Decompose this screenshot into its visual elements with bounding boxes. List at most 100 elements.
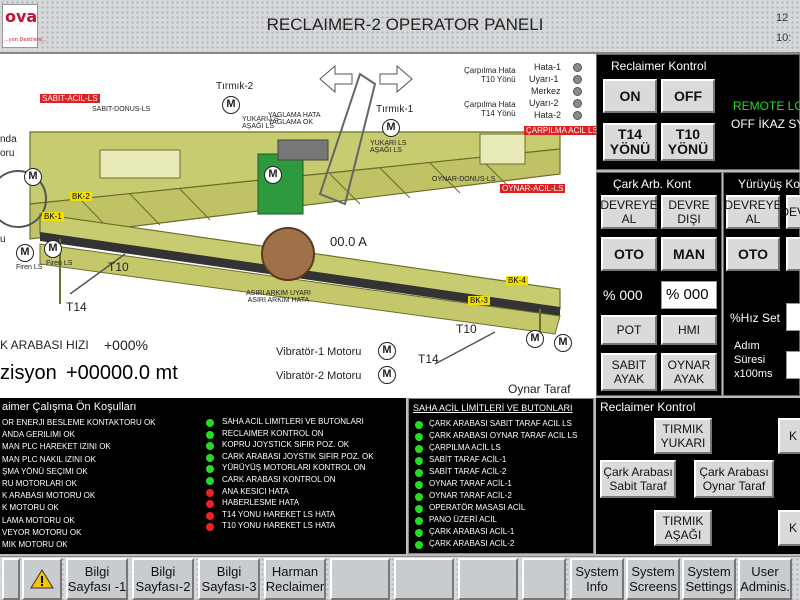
yuruyus-devreye-al-button[interactable]: DEVREYE AL	[724, 195, 782, 229]
adim-suresi-input[interactable]	[786, 351, 800, 379]
status-lamp-icon	[206, 477, 214, 485]
cark-pct-input[interactable]: % 000	[661, 281, 717, 309]
warning-button[interactable]	[22, 558, 62, 600]
condition-left-item: MAN PLC NAKIL IZINI OK	[2, 454, 96, 464]
yuruyus-devre-button[interactable]: DEVRE	[780, 195, 800, 229]
yuruyus-oto-button[interactable]: OTO	[726, 237, 780, 271]
saha-item: ÇARK ARABASI SABIT TARAF ACIL LS	[429, 419, 572, 428]
pot-button[interactable]: POT	[601, 315, 657, 345]
bk2-label: BK-2	[70, 192, 92, 201]
status-lamp-icon	[206, 419, 214, 427]
lube-unit	[277, 139, 329, 161]
calisma-on-kosullari-panel: aimer Çalışma Ön Koşulları OR ENERJI BES…	[0, 398, 406, 554]
adim-suresi-label: Adım Süresi x100ms	[734, 340, 773, 380]
status-lamp-icon	[206, 465, 214, 474]
cark-sabit-taraf-button[interactable]: Çark Arabası Sabit Taraf	[600, 460, 676, 498]
amp-value: 00.0	[330, 234, 356, 249]
yuruyus-man-button[interactable]	[786, 237, 800, 271]
cark-oto-button[interactable]: OTO	[601, 237, 657, 271]
oynar-ayak-button[interactable]: OYNAR AYAK	[661, 353, 717, 391]
status-lamp-icon	[206, 523, 214, 532]
status-lamp-icon	[415, 433, 423, 441]
cark-hiz-unit: %	[135, 337, 148, 353]
status-lamp-icon	[415, 481, 423, 489]
lamp-uyari2	[573, 99, 582, 108]
footer-empty-3[interactable]	[458, 558, 518, 600]
system-info-button[interactable]: System Info	[570, 558, 624, 600]
arrow-left	[319, 64, 353, 94]
reclaimer-kontrol-panel: Reclaimer Kontrol ON OFF T14 YÖNÜ T10 YÖ…	[596, 54, 800, 170]
amp-unit: A	[358, 234, 367, 249]
harman-reclaimer-button[interactable]: Harman Reclaimer	[264, 558, 326, 600]
condition-left-item: OR ENERJI BESLEME KONTAKTORU OK	[2, 418, 156, 427]
header-bar: ova ...yon Destilere... RECLAIMER-2 OPER…	[0, 0, 800, 54]
conditions-title: aimer Çalışma Ön Koşulları	[2, 401, 137, 413]
firen2-label: Firen LS	[46, 260, 73, 267]
condition-left-item: ANDA GERILIMI OK	[2, 430, 75, 440]
cark-devre-disi-button[interactable]: DEVRE DIŞI	[661, 195, 717, 229]
partial-label-anda: nda	[0, 134, 17, 145]
bk3-label: BK-3	[468, 296, 490, 305]
rk2-title: Reclaimer Kontrol	[600, 400, 696, 414]
t14-yonu-button[interactable]: T14 YÖNÜ	[603, 123, 657, 161]
footer-blank-button[interactable]	[2, 558, 20, 600]
cark-devreye-al-button[interactable]: DEVREYE AL	[600, 195, 658, 229]
bilgi-sayfasi-1-button[interactable]: Bilgi Sayfası -1	[66, 558, 128, 600]
partial-label-u: u	[0, 234, 6, 245]
firen2-motor-icon: M	[44, 240, 62, 258]
saha-item: SABİT TARAF ACİL-1	[429, 455, 507, 464]
tirmik2-motor-icon: M	[222, 96, 240, 114]
partial-label-oru: oru	[0, 148, 15, 159]
yaglama-label: YAGLAMA HATA YAGLAMA OK	[268, 112, 321, 126]
condition-right-item: KOPRU JOYSTICK SIFIR POZ. OK	[222, 440, 350, 450]
user-admin-button[interactable]: User Adminis.	[738, 558, 792, 600]
sabit-ayak-button[interactable]: SABIT AYAK	[601, 353, 657, 391]
condition-left-item: RU MOTORLARI OK	[2, 479, 77, 488]
rk2-extra-button-1[interactable]: K	[778, 418, 800, 454]
logo-subtext: ...yon Destilere...	[4, 37, 47, 43]
status-lamp-icon	[206, 442, 214, 451]
tirmik-asagi-button[interactable]: TIRMIK AŞAĞI	[654, 510, 712, 546]
hmi-button[interactable]: HMI	[661, 315, 717, 345]
status-lamp-icon	[415, 421, 423, 429]
bilgi-sayfasi-2-button[interactable]: Bilgi Sayfası-2	[132, 558, 194, 600]
oynar-motor2-icon: M	[554, 334, 572, 352]
carpilma-t10-label: Çarpılma Hata T10 Yönü	[464, 66, 516, 84]
bilgi-sayfasi-3-button[interactable]: Bilgi Sayfası-3	[198, 558, 260, 600]
carpilma-acil-ls-label: ÇARPILMA ACIL LS	[524, 126, 600, 135]
reclaimer-scene: Tırmık-2 M Tırmık-1 M SABIT-ACIL-LS SABI…	[0, 54, 600, 398]
amp-display: 00.0 A	[330, 234, 367, 249]
page-title: RECLAIMER-2 OPERATOR PANELI	[266, 15, 544, 34]
tirmik-yukari-button[interactable]: TIRMIK YUKARI	[654, 418, 712, 454]
direction-arrows	[69, 253, 496, 365]
carpilma-t14-label: Çarpılma Hata T14 Yönü	[464, 100, 516, 118]
clock-date: 12	[776, 12, 789, 24]
cark-hiz-display: +000%	[104, 337, 148, 353]
footer-empty-1[interactable]	[330, 558, 390, 600]
system-screens-button[interactable]: System Screens	[626, 558, 680, 600]
on-button[interactable]: ON	[603, 79, 657, 113]
vibrator1-motor-icon: M	[378, 342, 396, 360]
left-wheel	[0, 170, 47, 228]
sabit-donus-ls-label: SABIT-DONUS-LS	[92, 106, 151, 113]
condition-right-item: CARK ARABASI JOYSTIK SIFIR POZ. OK	[222, 451, 374, 461]
bk4-label: BK-4	[506, 276, 528, 285]
lamp-hata1	[573, 63, 582, 72]
condition-left-item: MIK MOTORU OK	[2, 540, 68, 549]
footer-empty-2[interactable]	[394, 558, 454, 600]
reclaimer-diagram	[0, 64, 561, 365]
rk2-extra-button-2[interactable]: K	[778, 510, 800, 546]
pozisyon-value: +00000.0 mt	[66, 362, 178, 384]
vibrator1-label: Vibratör-1 Motoru	[276, 346, 362, 358]
hiz-set-input[interactable]	[786, 303, 800, 331]
off-button[interactable]: OFF	[661, 79, 715, 113]
cark-oynar-taraf-button[interactable]: Çark Arabası Oynar Taraf	[694, 460, 774, 498]
status-lamp-icon	[206, 500, 214, 509]
footer-empty-4[interactable]	[522, 558, 566, 600]
t10-yonu-button[interactable]: T10 YÖNÜ	[661, 123, 715, 161]
cark-arb-title: Çark Arb. Kont	[613, 177, 692, 191]
saha-title: SAHA ACİL LİMİTLERİ VE BUTONLARI	[413, 403, 573, 413]
lamp-uyari1	[573, 75, 582, 84]
system-settings-button[interactable]: System Settings	[682, 558, 736, 600]
cark-man-button[interactable]: MAN	[661, 237, 717, 271]
